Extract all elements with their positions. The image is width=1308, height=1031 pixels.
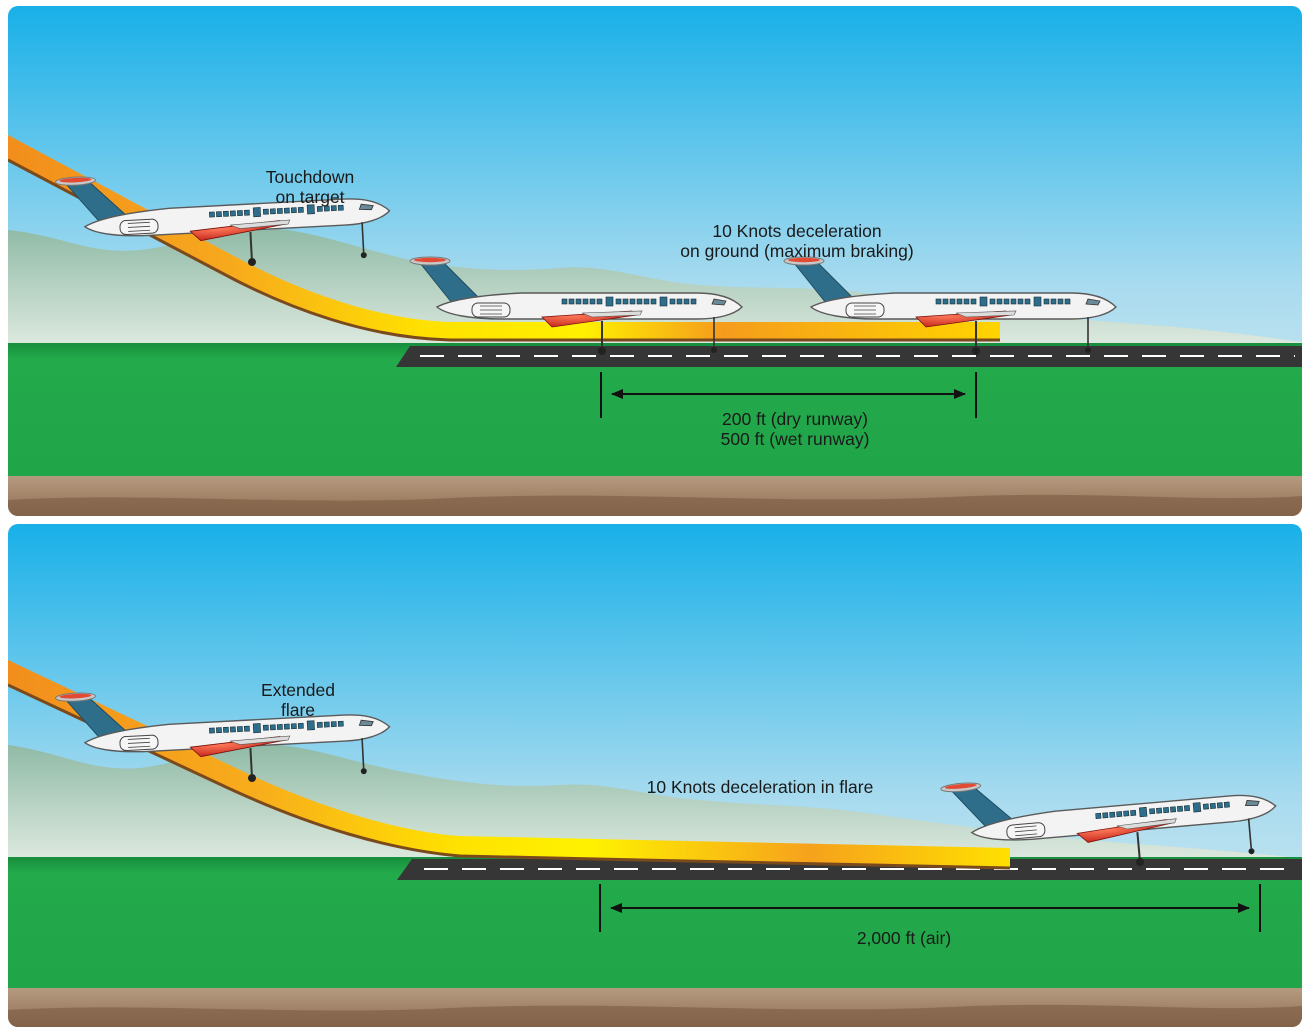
wet-runway-distance: 500 ft (wet runway) [720, 429, 870, 449]
touchdown-label-line2: on target [275, 187, 345, 207]
touchdown-on-target-label: Touchdown on target [266, 167, 355, 207]
ground-deceleration-line2: on ground (maximum braking) [680, 241, 914, 261]
ground-deceleration-line1: 10 Knots deceleration [712, 221, 882, 241]
air-distance-text: 2,000 ft (air) [856, 928, 952, 948]
top-panel [8, 6, 1302, 516]
touchdown-label-line1: Touchdown [265, 167, 355, 187]
dry-runway-distance: 200 ft (dry runway) [722, 409, 868, 429]
extended-flare-line2: flare [280, 700, 316, 720]
bottom-panel [8, 524, 1302, 1027]
air-distance-label: 2,000 ft (air) [857, 928, 951, 948]
ground-deceleration-label: 10 Knots deceleration on ground (maximum… [680, 221, 913, 261]
flare-deceleration-label: 10 Knots deceleration in flare [647, 777, 874, 797]
runway-distance-label: 200 ft (dry runway) 500 ft (wet runway) [721, 409, 870, 449]
extended-flare-label: Extended flare [261, 680, 335, 720]
extended-flare-line1: Extended [261, 680, 335, 700]
flare-deceleration-text: 10 Knots deceleration in flare [646, 777, 874, 797]
bottom-flight-path [8, 660, 1010, 868]
